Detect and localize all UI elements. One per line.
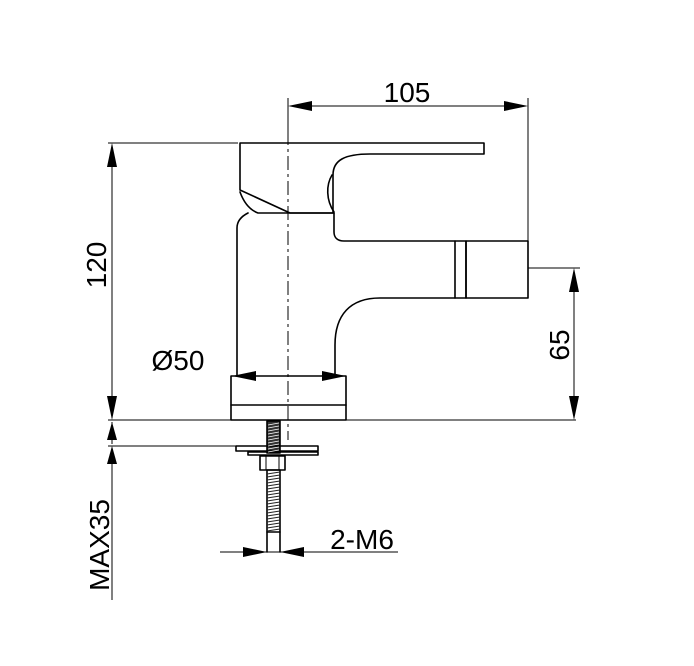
dimension-120-label: 120 bbox=[81, 242, 112, 289]
dimension-max35-label: MAX35 bbox=[84, 499, 115, 591]
dimension-105: 105 bbox=[287, 77, 529, 270]
dimension-max35: MAX35 bbox=[84, 422, 236, 600]
dimension-thread-m6-label: 2-M6 bbox=[330, 524, 394, 555]
dimension-diameter-50-label: Ø50 bbox=[152, 345, 205, 376]
dimension-thread-m6: 2-M6 bbox=[220, 524, 398, 557]
mounting-hardware bbox=[235, 420, 319, 553]
dimension-105-label: 105 bbox=[384, 77, 431, 108]
dimension-65: 65 bbox=[528, 267, 580, 420]
faucet-body bbox=[230, 142, 529, 421]
dimension-120: 120 bbox=[81, 142, 238, 420]
dimension-65-label: 65 bbox=[544, 329, 575, 360]
dimension-diameter-50: Ø50 bbox=[152, 345, 346, 381]
